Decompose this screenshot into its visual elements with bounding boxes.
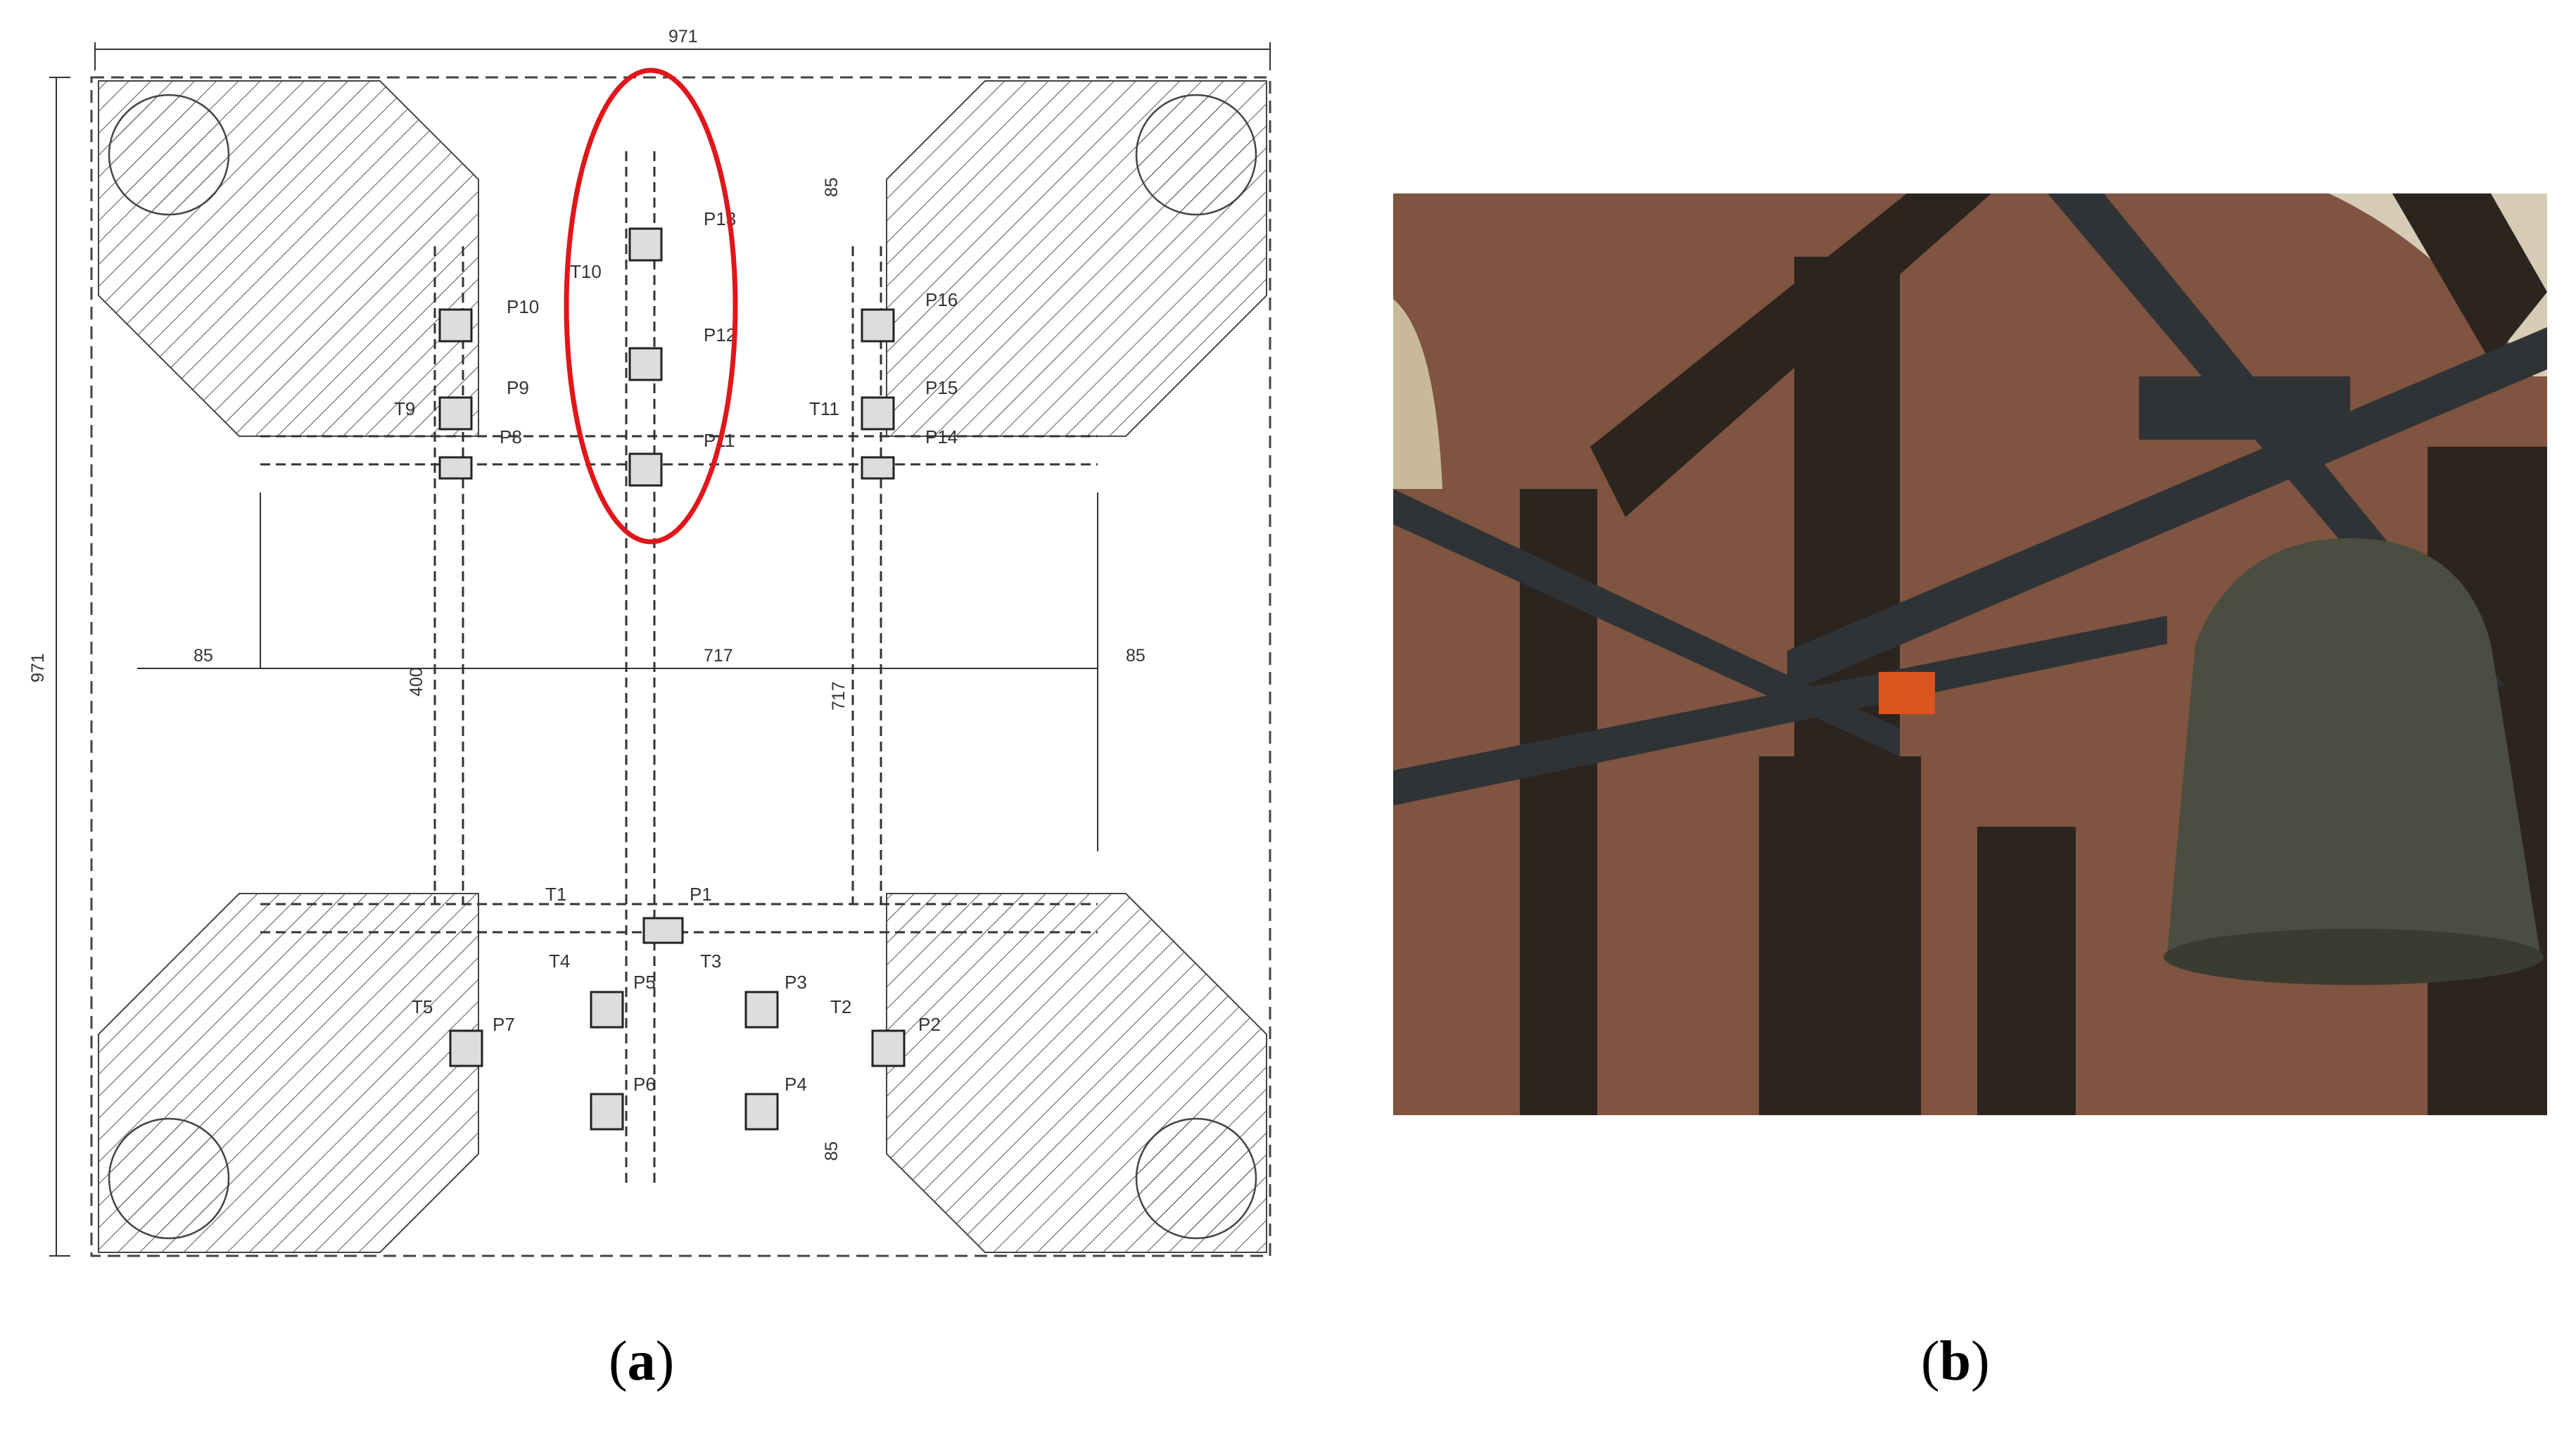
overall-width-label: 971	[668, 28, 698, 46]
highlight-ellipse	[564, 68, 738, 545]
post-label-p7: P7	[493, 1014, 515, 1035]
inner-span-dimension: 717	[704, 646, 733, 666]
post-label-p6: P6	[633, 1074, 656, 1095]
corner-columns	[108, 94, 1257, 1240]
beam-length-dimension: 400	[407, 667, 426, 697]
floor-plan-drawing: 971 971 85 717 85 400	[28, 28, 1271, 1257]
masonry-corners	[98, 80, 1267, 1253]
post-label-p10: P10	[507, 296, 539, 317]
post-label-p15: P15	[925, 377, 958, 398]
lower-gap-dimension: 85	[822, 1141, 842, 1161]
beam-label-t9: T9	[394, 398, 415, 419]
tower-outline	[90, 76, 1271, 1257]
beam-label-t11: T11	[809, 398, 839, 419]
orange-motor	[1879, 672, 1935, 714]
post-label-p3: P3	[785, 972, 807, 993]
post-label-p2: P2	[918, 1014, 941, 1035]
upper-gap-dimension: 85	[822, 177, 842, 197]
post-label-p5: P5	[633, 972, 656, 993]
inner-dimension-line	[137, 493, 1098, 851]
bell-frame-photo	[1393, 193, 2547, 1115]
overall-height-dimension	[49, 77, 70, 1257]
inner-span-vertical-dimension: 717	[829, 681, 849, 711]
overall-height-label: 971	[28, 653, 48, 682]
bell	[2164, 538, 2544, 985]
post-label-p1: P1	[690, 884, 712, 905]
overall-width-dimension	[94, 42, 1271, 70]
beam-label-t3: T3	[700, 951, 721, 972]
beam-label-t5: T5	[412, 996, 433, 1017]
steel-beams	[1393, 193, 2547, 806]
panel-label-b: (b)	[1921, 1330, 1990, 1392]
post-label-p9: P9	[507, 377, 529, 398]
beam-label-t10: T10	[570, 261, 602, 282]
beam-label-t4: T4	[549, 951, 570, 972]
post-label-p16: P16	[925, 289, 958, 310]
panel-label-a: (a)	[609, 1330, 675, 1392]
post-label-p8: P8	[500, 426, 522, 447]
post-label-p4: P4	[785, 1074, 807, 1095]
post-label-p14: P14	[925, 426, 958, 447]
posts	[438, 227, 906, 1131]
frame-beams	[260, 151, 1098, 1186]
post-label-p12: P12	[704, 324, 736, 345]
wall-left-dimension: 85	[193, 646, 213, 666]
wall-right-dimension: 85	[1126, 646, 1146, 666]
beam-label-t1: T1	[545, 884, 566, 905]
beam-label-t2: T2	[830, 996, 851, 1017]
